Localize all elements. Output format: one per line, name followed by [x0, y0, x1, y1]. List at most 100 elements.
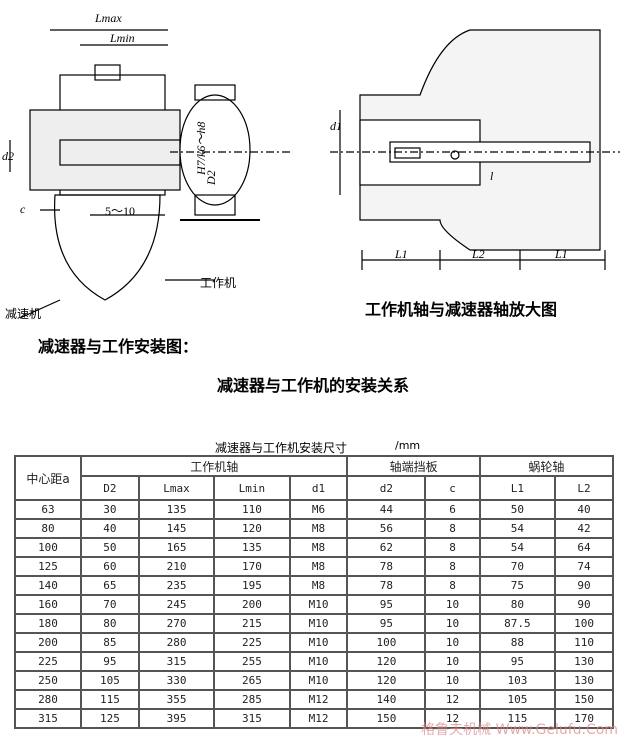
table-cell: 100: [346, 632, 427, 653]
caption-enlarged: 工作机轴与减速器轴放大图: [365, 300, 558, 319]
table-cell: 125: [14, 556, 82, 577]
table-cell: 8: [424, 556, 481, 577]
table-cell: 330: [137, 670, 216, 691]
table-cell: 75: [478, 575, 557, 596]
subheader-d2: d2: [346, 475, 427, 501]
table-cell: 135: [137, 499, 216, 520]
table-cell: 40: [80, 518, 140, 539]
table-cell: 88: [478, 632, 557, 653]
table-cell: 145: [137, 518, 216, 539]
table-cell: 64: [554, 537, 614, 558]
table-cell: 215: [213, 613, 291, 634]
table-cell: 10: [424, 670, 481, 691]
subheader-d1: d1: [288, 475, 349, 501]
table-cell: 78: [346, 556, 427, 577]
table-cell: M10: [288, 670, 349, 691]
table-cell: 10: [424, 594, 481, 615]
table-cell: 70: [80, 594, 140, 615]
table-cell: M12: [288, 708, 349, 729]
table-cell: 150: [554, 689, 614, 710]
table-cell: 63: [14, 499, 82, 520]
table-cell: 50: [80, 537, 140, 558]
label-c: c: [20, 202, 26, 216]
table-cell: M10: [288, 613, 349, 634]
table-cell: 160: [14, 594, 82, 615]
table-cell: M12: [288, 689, 349, 710]
table-cell: M10: [288, 651, 349, 672]
table-cell: 44: [346, 499, 427, 520]
table-cell: 355: [137, 689, 216, 710]
table-cell: 120: [346, 651, 427, 672]
table-cell: 130: [554, 651, 614, 672]
table-cell: 315: [137, 651, 216, 672]
table-unit: /mm: [395, 439, 421, 452]
subheader-lmin: Lmin: [213, 475, 291, 501]
table-cell: 110: [213, 499, 291, 520]
table-cell: 8: [424, 575, 481, 596]
table-cell: M8: [288, 518, 349, 539]
table-cell: 74: [554, 556, 614, 577]
table-cell: 225: [14, 651, 82, 672]
table-cell: 78: [346, 575, 427, 596]
table-cell: 40: [554, 499, 614, 520]
table-cell: M10: [288, 632, 349, 653]
table-cell: 95: [478, 651, 557, 672]
table-cell: 62: [346, 537, 427, 558]
table-cell: 105: [80, 670, 140, 691]
subheader-l2: L2: [554, 475, 614, 501]
table-cell: 125: [80, 708, 140, 729]
table-cell: 30: [80, 499, 140, 520]
table-cell: 90: [554, 575, 614, 596]
table-cell: 235: [137, 575, 216, 596]
label-l: l: [490, 169, 494, 183]
table-cell: 115: [478, 708, 557, 729]
installation-drawing: Lmax Lmin d2 c 5～10 H7/k6～h8 D2 工作机 减速机 …: [2, 11, 620, 321]
subheader-lmax: Lmax: [137, 475, 216, 501]
table-cell: 255: [213, 651, 291, 672]
table-cell: 56: [346, 518, 427, 539]
table-cell: M8: [288, 537, 349, 558]
table-cell: 10: [424, 632, 481, 653]
watermark: 格鲁夫机械 Www.Gelufu.Com: [421, 722, 618, 738]
table-cell: 6: [424, 499, 481, 520]
table-cell: 315: [14, 708, 82, 729]
caption-install-figure: 减速器与工作安装图：: [38, 337, 199, 356]
label-d2: d2: [2, 149, 14, 163]
header-end-plate: 轴端挡板: [346, 455, 481, 477]
table-cell: 10: [424, 613, 481, 634]
table-cell: 70: [478, 556, 557, 577]
table-cell: 12: [424, 689, 481, 710]
table-cell: 110: [554, 632, 614, 653]
table-cell: 280: [14, 689, 82, 710]
table-cell: 210: [137, 556, 216, 577]
table-cell: 315: [213, 708, 291, 729]
table-cell: 80: [14, 518, 82, 539]
table-cell: 265: [213, 670, 291, 691]
header-center-distance: 中心距a: [14, 455, 82, 501]
table-cell: 225: [213, 632, 291, 653]
table-cell: 80: [478, 594, 557, 615]
table-cell: 100: [14, 537, 82, 558]
table-cell: 105: [478, 689, 557, 710]
table-cell: M8: [288, 556, 349, 577]
label-L2: L2: [471, 247, 485, 261]
table-cell: 95: [80, 651, 140, 672]
table-cell: 60: [80, 556, 140, 577]
table-cell: 135: [213, 537, 291, 558]
table-cell: 200: [14, 632, 82, 653]
table-cell: M6: [288, 499, 349, 520]
table-cell: 165: [137, 537, 216, 558]
table-cell: 280: [137, 632, 216, 653]
label-gap: 5～10: [105, 204, 135, 218]
table-cell: 180: [14, 613, 82, 634]
